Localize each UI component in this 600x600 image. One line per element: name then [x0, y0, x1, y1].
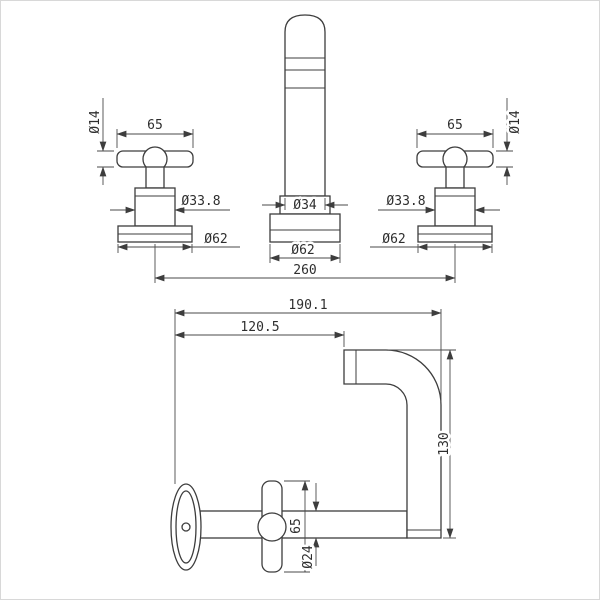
dim-left-handle-dia: Ø14 [86, 98, 114, 185]
dim-left-handle-width: 65 [116, 116, 194, 148]
dim-left-body-dia: Ø33.8 [110, 192, 230, 214]
side-handle-ball [257, 512, 287, 542]
dim-label-right-handle-width: 65 [447, 118, 463, 133]
dim-spout-height: 130 [388, 349, 456, 539]
dim-right-flange-dia: Ø62 [370, 230, 493, 253]
dim-side-handle-length: 65 [284, 480, 310, 573]
side-handle-figure [257, 480, 287, 573]
dim-label-pipe-dia: Ø24 [301, 545, 316, 569]
side-spout-figure [343, 349, 442, 539]
right-handle-figure [416, 146, 494, 243]
side-spout-pipe [343, 349, 442, 539]
dim-label-side-handle-length: 65 [289, 518, 304, 534]
front-view: 65 Ø14 Ø33.8 Ø62 [86, 14, 526, 283]
right-handle-stem [445, 166, 465, 189]
dim-label-spout-dia: Ø34 [293, 198, 317, 213]
dim-spout-flange-dia: Ø62 [269, 241, 341, 263]
spout-flange [269, 213, 341, 243]
dim-label-spout-height: 130 [437, 432, 452, 455]
dim-label-left-handle-width: 65 [147, 118, 163, 133]
side-flange-centre [181, 522, 191, 532]
dim-label-right-body-dia: Ø33.8 [386, 194, 425, 209]
side-flange-figure [170, 483, 202, 571]
dim-label-left-flange-dia: Ø62 [204, 232, 227, 247]
dim-label-right-handle-dia: Ø14 [508, 110, 523, 134]
dim-label-spout-flange-dia: Ø62 [291, 243, 314, 258]
dim-right-handle-width: 65 [416, 116, 494, 148]
dim-label-left-body-dia: Ø33.8 [181, 194, 220, 209]
dim-reach-total: 190.1 [174, 296, 442, 484]
dim-pipe-dia: Ø24 [299, 483, 320, 571]
dim-label-right-flange-dia: Ø62 [382, 232, 405, 247]
left-handle-stem [145, 166, 165, 189]
dim-right-handle-dia: Ø14 [496, 98, 526, 185]
spout-column [284, 14, 326, 197]
dim-right-body-dia: Ø33.8 [378, 192, 500, 214]
dim-hole-centres: 260 [154, 244, 456, 283]
dim-label-reach-total: 190.1 [288, 298, 327, 313]
dim-spout-dia: Ø34 [262, 196, 348, 216]
side-view: 190.1 120.5 130 65 Ø24 [170, 296, 456, 573]
dim-reach-outlet: 120.5 [174, 318, 345, 347]
dim-label-hole-centres: 260 [293, 263, 316, 278]
dim-label-reach-outlet: 120.5 [240, 320, 279, 335]
left-handle-body [134, 187, 176, 227]
right-handle-body [434, 187, 476, 227]
spout-figure [269, 14, 341, 243]
dim-label-left-handle-dia: Ø14 [88, 110, 103, 134]
